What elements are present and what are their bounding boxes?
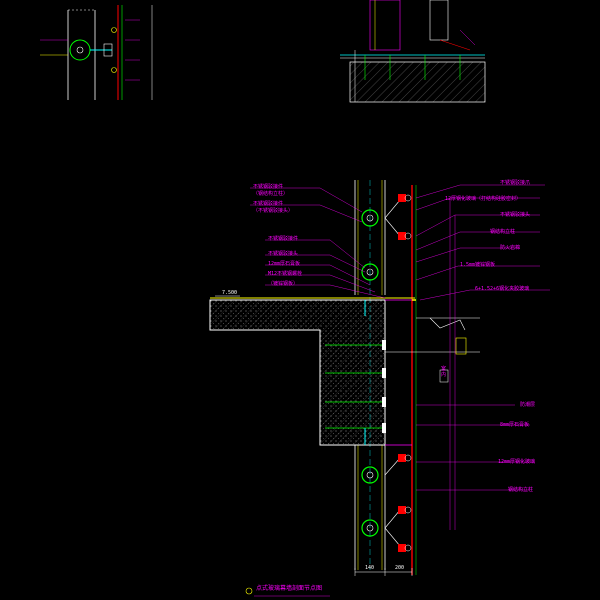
level-mark: 7.500 bbox=[222, 290, 238, 296]
label-gypsum-8mm: 8mm厚石膏板 bbox=[500, 422, 530, 428]
dimension-1: 140 bbox=[365, 565, 375, 571]
label-laminated-glass: 6+1.52+6钢化夹胶玻璃 bbox=[475, 286, 530, 292]
label-fire-wool: 防火岩棉 bbox=[500, 245, 521, 251]
label-steel-column: 钢结构立柱 bbox=[490, 229, 516, 235]
main-section bbox=[209, 180, 550, 597]
label-spider-head-left: 不锈钢驳接头 bbox=[268, 251, 299, 257]
detail-base-right bbox=[340, 0, 486, 103]
label-spider-head: 不锈钢驳接头 bbox=[500, 212, 531, 218]
label-galv-plate: （镀锌钢板） bbox=[268, 281, 299, 287]
label-glass-12mm-lower: 12mm厚钢化玻璃 bbox=[498, 459, 536, 465]
label-spider-fitting-3: 不锈钢驳接件 bbox=[268, 236, 299, 242]
label-galv-sheet: 1.5mm镀锌钢板 bbox=[460, 262, 496, 268]
label-steel-column-lower: 钢结构立柱 bbox=[508, 487, 534, 493]
label-interior: 室内 bbox=[441, 366, 447, 378]
label-glass-12mm: 12厚钢化玻璃（打结构硅胶密封） bbox=[445, 196, 522, 202]
dimension-2: 200 bbox=[395, 565, 405, 571]
label-gypsum-12mm: 12mm厚石膏板 bbox=[268, 261, 301, 267]
label-bolt: M12不锈钢螺栓 bbox=[268, 271, 303, 277]
detail-plan-left bbox=[40, 5, 153, 100]
label-spider-arm: 不锈钢驳接爪 bbox=[500, 180, 531, 186]
label-spider-fitting-2b: （不锈钢驳接头） bbox=[253, 208, 294, 214]
label-moisture-layer: 防潮层 bbox=[520, 402, 536, 408]
label-spider-fitting-1: 不锈钢驳接件 bbox=[253, 184, 284, 190]
drawing-caption: 点式玻璃幕墙剖面节点图 bbox=[256, 585, 323, 592]
label-spider-fitting-1b: （钢结构立柱） bbox=[253, 191, 289, 197]
label-spider-fitting-2: 不锈钢驳接件 bbox=[253, 201, 284, 207]
